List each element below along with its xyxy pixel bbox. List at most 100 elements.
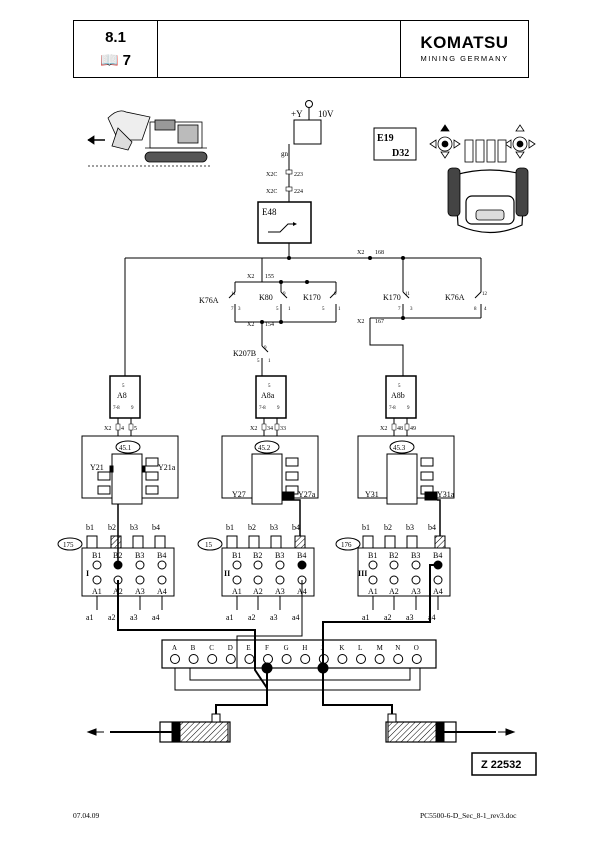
svg-text:B4: B4 (157, 551, 166, 560)
svg-text:III: III (358, 569, 367, 578)
svg-text:Y21: Y21 (90, 463, 104, 472)
svg-text:5: 5 (268, 384, 271, 389)
e48-label: E48 (262, 207, 277, 217)
arrow-up-icon (440, 124, 450, 132)
svg-text:a1: a1 (226, 613, 234, 622)
svg-text:X2C: X2C (266, 172, 277, 178)
cylinder-left (86, 713, 231, 743)
svg-text:B4: B4 (297, 551, 306, 560)
svg-text:B1: B1 (368, 551, 377, 560)
svg-text:5: 5 (322, 307, 325, 312)
svg-text:K76A: K76A (199, 296, 219, 305)
svg-text:B1: B1 (92, 551, 101, 560)
manifold-port (411, 654, 422, 664)
servo-valve-45-1: 45.1 Y21 Y21a (81, 435, 179, 520)
amplifier-a8a: 5 A8a 7-8 9 (255, 375, 287, 419)
svg-text:154: 154 (265, 322, 274, 328)
svg-text:A2: A2 (389, 587, 399, 596)
d32-label: D32 (392, 148, 409, 159)
amplifier-a8b: 5 A8b 7-8 9 (385, 375, 417, 419)
svg-text:11: 11 (405, 292, 410, 297)
connector-x2-a8: X2 4 5 (104, 418, 137, 436)
svg-text:b4: b4 (292, 523, 300, 532)
e19-box (373, 127, 417, 161)
svg-text:A1: A1 (92, 587, 102, 596)
svg-text:K80: K80 (259, 293, 273, 302)
connector-x2-a8b: X2 48 49 (380, 418, 416, 436)
svg-text:a3: a3 (130, 613, 138, 622)
control-block-175: 175 b1 b2 b3 b4 B1 B2 B3 B4 I A1 A2 A3 A… (57, 520, 175, 622)
manifold-port (356, 654, 366, 664)
svg-text:B3: B3 (135, 551, 144, 560)
excavator-illustration (87, 110, 210, 167)
svg-text:168: 168 (375, 250, 384, 256)
control-block-176: 176 b1 b2 b3 b4 B1 B2 B3 B4 III A1 A2 A3… (335, 520, 451, 622)
svg-text:1: 1 (268, 359, 271, 364)
section-number: 8.1 (105, 29, 126, 46)
svg-text:A1: A1 (368, 587, 378, 596)
supply-label: +Y (291, 109, 303, 119)
relay-k76a-right: K76A 12 8 4 (445, 258, 488, 318)
e48-module (257, 201, 312, 244)
connector-x2-a8a: X2 34 33 (250, 418, 286, 436)
svg-text:12: 12 (482, 292, 488, 297)
svg-text:A8b: A8b (391, 391, 405, 400)
svg-text:K207B: K207B (233, 349, 256, 358)
svg-text:9: 9 (277, 406, 280, 411)
svg-text:B3: B3 (275, 551, 284, 560)
relay-k80: K80 9 5 1 (259, 282, 291, 322)
manifold-port (207, 654, 218, 664)
svg-text:A3: A3 (411, 587, 421, 596)
svg-text:5: 5 (122, 384, 125, 389)
svg-text:5: 5 (276, 307, 279, 312)
svg-text:a3: a3 (406, 613, 414, 622)
svg-text:b1: b1 (226, 523, 234, 532)
manifold-port-label: G (284, 644, 289, 652)
svg-text:b1: b1 (362, 523, 370, 532)
svg-text:K170: K170 (383, 293, 401, 302)
svg-text:155: 155 (265, 274, 274, 280)
svg-text:3: 3 (238, 307, 241, 312)
svg-text:A2: A2 (253, 587, 263, 596)
control-block-15: 15 b1 b2 b3 b4 B1 B2 B3 B4 II A1 A2 A3 A… (197, 520, 315, 622)
svg-text:5: 5 (134, 426, 137, 432)
manifold-port (374, 654, 385, 664)
manifold-port (393, 654, 404, 664)
svg-text:11: 11 (231, 292, 236, 297)
servo-valve-45-3: 45.3 Y31 Y31a (357, 435, 455, 520)
manifold-port-label: O (414, 644, 419, 652)
svg-text:a1: a1 (362, 613, 370, 622)
svg-text:9: 9 (407, 406, 410, 411)
svg-text:5: 5 (398, 384, 401, 389)
wire-gn-label: gn (281, 150, 289, 158)
voltage-label: 10V (318, 109, 334, 119)
svg-text:a1: a1 (86, 613, 94, 622)
svg-text:45.2: 45.2 (258, 444, 271, 452)
footer-date: 07.04.09 (73, 811, 100, 820)
svg-text:9: 9 (283, 292, 286, 297)
svg-text:B3: B3 (411, 551, 420, 560)
svg-text:A4: A4 (157, 587, 167, 596)
svg-text:B2: B2 (389, 551, 398, 560)
svg-text:7: 7 (231, 307, 234, 312)
manifold-port-label: N (395, 644, 400, 652)
figure-id-box (471, 752, 537, 776)
svg-text:K170: K170 (303, 293, 321, 302)
svg-text:224: 224 (294, 189, 303, 195)
svg-text:b2: b2 (384, 523, 392, 532)
manifold-port-label: D (228, 644, 233, 652)
manifold-port-label: L (358, 644, 362, 652)
svg-text:Y21a: Y21a (158, 463, 176, 472)
svg-text:I: I (86, 569, 89, 578)
svg-text:45.3: 45.3 (393, 444, 406, 452)
figure-id: Z 22532 (481, 759, 521, 771)
svg-text:b1: b1 (86, 523, 94, 532)
svg-text:a4: a4 (428, 613, 436, 622)
supply-terminal (305, 100, 313, 108)
svg-text:X2C: X2C (266, 189, 277, 195)
operator-seat-illustration (429, 124, 536, 234)
svg-text:9: 9 (334, 292, 337, 297)
svg-text:223: 223 (294, 172, 303, 178)
svg-text:Y27a: Y27a (298, 490, 316, 499)
